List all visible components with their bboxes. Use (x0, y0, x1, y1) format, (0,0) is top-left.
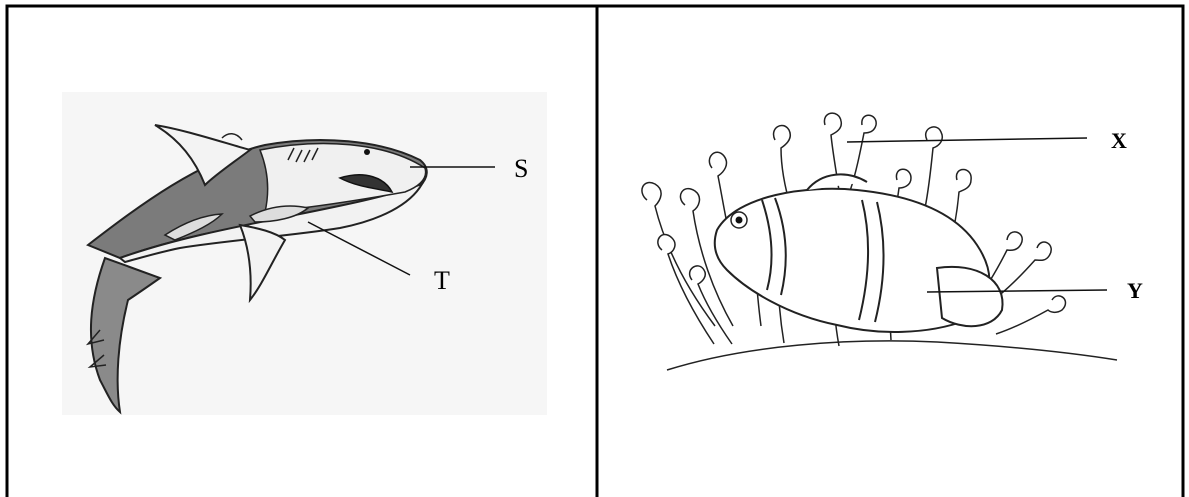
shark-panel: S T (0, 0, 597, 497)
clownfish-dorsal-fin (807, 174, 867, 190)
shark-eye (364, 149, 370, 155)
label-t: T (434, 268, 450, 294)
leader-line-x (847, 138, 1087, 142)
anemone-base (667, 341, 1117, 370)
label-x: X (1111, 128, 1127, 154)
shark-illustration (0, 0, 597, 497)
anemone-panel: X Y (597, 0, 1189, 497)
label-y: Y (1127, 278, 1143, 304)
label-s: S (514, 156, 528, 182)
anemone-illustration (597, 0, 1189, 497)
clownfish (715, 174, 1003, 332)
